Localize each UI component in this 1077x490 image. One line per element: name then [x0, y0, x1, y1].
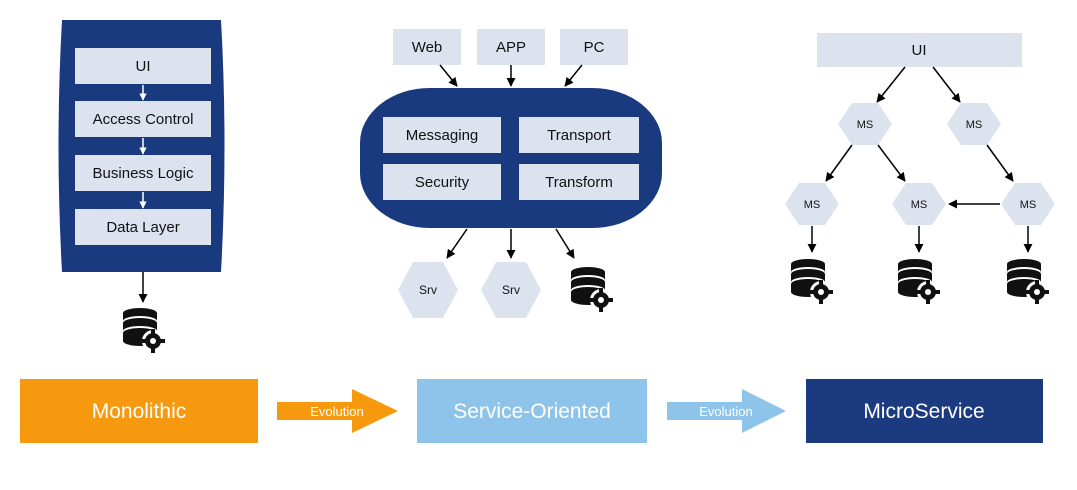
bus-module-label: Security [415, 174, 470, 191]
client-pc: PC [560, 29, 628, 65]
bus-module-label: Messaging [406, 127, 479, 144]
client-web-label: Web [412, 39, 443, 56]
bus-module-label: Transport [547, 127, 611, 144]
ms-arrow [986, 144, 1014, 182]
footer-service-oriented: Service-Oriented [417, 379, 647, 443]
database-gear-icon [571, 267, 613, 312]
client-arrow [439, 64, 458, 87]
layer-data-layer: Data Layer [75, 209, 211, 245]
ms-node: MS [1001, 183, 1055, 225]
monolithic-panel: UI Access Control Business Logic Data La… [58, 20, 225, 353]
layer-ui-label: UI [136, 58, 151, 75]
service-bus [360, 88, 662, 228]
footer-monolithic: Monolithic [20, 379, 258, 443]
client-app-label: APP [496, 39, 526, 56]
ms-arrow [825, 144, 853, 182]
layer-business-logic-label: Business Logic [93, 165, 194, 182]
ms-node: MS [838, 103, 892, 145]
database-gear-icon [1007, 259, 1049, 304]
bus-module-security: Security [383, 164, 501, 200]
ms-arrow [876, 66, 906, 103]
database-gear-icon [898, 259, 940, 304]
database-gear-icon [123, 308, 165, 353]
layer-business-logic: Business Logic [75, 155, 211, 191]
soa-panel: Web APP PC Messaging Transport Security … [360, 29, 662, 318]
client-pc-label: PC [584, 39, 605, 56]
client-app: APP [477, 29, 545, 65]
ms-ui: UI [817, 33, 1022, 67]
service-arrow [446, 228, 468, 259]
ms-node-label: MS [857, 119, 874, 131]
footer-microservice: MicroService [806, 379, 1043, 443]
client-web: Web [393, 29, 461, 65]
bus-module-transform: Transform [519, 164, 639, 200]
layer-data-layer-label: Data Layer [106, 219, 179, 236]
service-arrow [555, 228, 575, 259]
service-node-label: Srv [502, 283, 520, 297]
evolution-arrow-1: Evolution [277, 389, 398, 433]
evolution-arrow-2: Evolution [667, 389, 786, 433]
evolution-label: Evolution [310, 404, 363, 419]
layer-ui: UI [75, 48, 211, 84]
bus-module-label: Transform [545, 174, 613, 191]
layer-access-control: Access Control [75, 101, 211, 137]
ms-node: MS [947, 103, 1001, 145]
service-node: Srv [398, 262, 458, 318]
footer-service-oriented-label: Service-Oriented [453, 400, 611, 423]
ms-node-label: MS [911, 199, 928, 211]
microservice-panel: UI MS MS MS MS MS [785, 33, 1055, 304]
ms-node-label: MS [1020, 199, 1037, 211]
ms-node-label: MS [804, 199, 821, 211]
ms-arrow [932, 66, 961, 103]
footer-microservice-label: MicroService [863, 400, 984, 423]
client-arrow [564, 64, 583, 87]
database-gear-icon [791, 259, 833, 304]
ms-node: MS [892, 183, 946, 225]
evolution-label: Evolution [699, 404, 752, 419]
layer-access-control-label: Access Control [93, 111, 194, 128]
ms-node-label: MS [966, 119, 983, 131]
bus-module-transport: Transport [519, 117, 639, 153]
service-node-label: Srv [419, 283, 437, 297]
ms-arrow [877, 144, 906, 182]
ms-ui-label: UI [912, 42, 927, 59]
service-node: Srv [481, 262, 541, 318]
bus-module-messaging: Messaging [383, 117, 501, 153]
ms-node: MS [785, 183, 839, 225]
footer-monolithic-label: Monolithic [92, 400, 187, 423]
